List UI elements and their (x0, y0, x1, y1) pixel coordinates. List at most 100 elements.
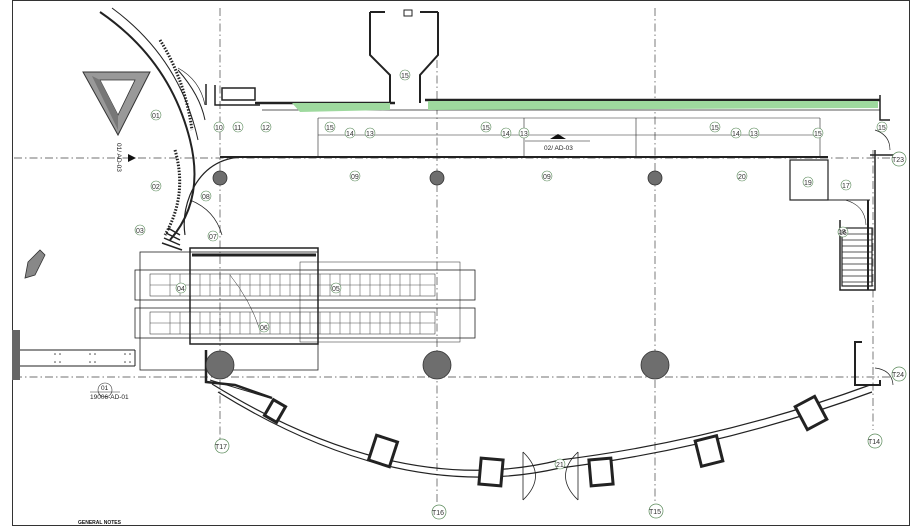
svg-text:15: 15 (326, 125, 334, 132)
svg-text:08: 08 (202, 194, 210, 201)
keynote-01: 01 (150, 109, 162, 121)
section-ref-main: 02/ AD-03 (544, 145, 573, 152)
svg-text:04: 04 (177, 286, 185, 293)
keynote-17: 17 (840, 179, 852, 191)
svg-text:T17: T17 (215, 444, 227, 451)
keynote-20: 20 (736, 170, 748, 182)
svg-text:T15: T15 (649, 509, 661, 516)
small-stair (161, 227, 183, 251)
escalator-steps (169, 274, 421, 334)
keynote-16: 16 (837, 226, 849, 238)
south-facade (204, 350, 873, 478)
curved-wall (183, 156, 288, 236)
section-marker-bottom: 01 19006-AD-01 (90, 382, 129, 401)
circular-canopy (99, 7, 206, 241)
section-ref-bottom-number: 01 (101, 385, 109, 392)
west-wall-markers (54, 353, 131, 363)
svg-text:21: 21 (556, 462, 564, 469)
west-walls (12, 330, 136, 380)
keynote-19: 19 (802, 176, 814, 188)
section-ref-left: 01/ AD-03 (115, 143, 122, 172)
keynote-15: 15 (812, 127, 824, 139)
keynote-15: 15 (324, 121, 336, 133)
keynote-03: 03 (134, 224, 146, 236)
keynote-13: 13 (748, 127, 760, 139)
keynote-13: 13 (364, 127, 376, 139)
svg-text:03: 03 (136, 228, 144, 235)
svg-text:07: 07 (209, 234, 217, 241)
svg-text:17: 17 (842, 183, 850, 190)
svg-text:01: 01 (152, 113, 160, 120)
keynote-14: 14 (730, 127, 742, 139)
sheet-border (12, 0, 910, 526)
column (640, 350, 670, 380)
svg-text:18: 18 (838, 229, 846, 236)
triangle-monument-icon (82, 71, 151, 137)
keynote-09: 09 (541, 170, 553, 182)
svg-text:13: 13 (750, 131, 758, 138)
svg-text:14: 14 (502, 131, 510, 138)
north-corridor-walls (205, 9, 890, 158)
grid-lines (14, 8, 900, 505)
svg-text:15: 15 (482, 125, 490, 132)
column (422, 350, 452, 380)
grid-bubble-t15: T15 (648, 503, 664, 519)
keynote-11: 11 (232, 121, 244, 133)
svg-text:14: 14 (346, 131, 354, 138)
keynote-12: 12 (260, 121, 272, 133)
svg-text:20: 20 (738, 174, 746, 181)
keynote-08: 08 (200, 190, 212, 202)
facade-piers (262, 394, 829, 488)
keynote-18: 18 (838, 229, 846, 236)
column (429, 170, 445, 186)
keynote-13: 13 (518, 127, 530, 139)
general-notes-label: GENERAL NOTES (78, 520, 122, 526)
keynote-04: 04 (175, 282, 187, 294)
grid-bubble-t16: T16 (431, 504, 447, 520)
svg-text:13: 13 (366, 131, 374, 138)
keynote-15: 15 (480, 121, 492, 133)
east-wall-lower (854, 341, 881, 386)
section-marker-main: 02/ AD-03 (525, 134, 590, 152)
svg-text:13: 13 (520, 131, 528, 138)
svg-text:09: 09 (543, 174, 551, 181)
section-marker-left: 01/ AD-03 (115, 143, 136, 172)
column (212, 170, 228, 186)
structural-columns (205, 170, 670, 380)
keynote-06: 06 (258, 321, 270, 333)
keynote-15: 15 (876, 121, 888, 133)
keynote-07: 07 (207, 230, 219, 242)
keynote-14: 14 (500, 127, 512, 139)
keynote-05: 05 (330, 282, 342, 294)
svg-text:02: 02 (152, 184, 160, 191)
grid-bubble-t14: T14 (867, 433, 883, 449)
east-stair (841, 200, 873, 290)
svg-text:T16: T16 (432, 510, 444, 517)
column (647, 170, 663, 186)
keynote-21: 21 (554, 458, 566, 470)
escalator-bank (134, 247, 476, 371)
svg-text:15: 15 (401, 73, 409, 80)
svg-text:T23: T23 (892, 157, 904, 164)
keynote-09: 09 (349, 170, 361, 182)
section-ref-bottom-sheet: 19006-AD-01 (90, 394, 129, 401)
planting-strip (292, 101, 878, 112)
svg-text:06: 06 (260, 325, 268, 332)
svg-text:16: 16 (839, 230, 847, 237)
hex-island (24, 249, 46, 279)
svg-text:10: 10 (215, 125, 223, 132)
svg-text:15: 15 (711, 125, 719, 132)
svg-text:T14: T14 (868, 439, 880, 446)
keynote-14: 14 (344, 127, 356, 139)
south-entrance-door (522, 451, 579, 501)
svg-text:T24: T24 (892, 372, 904, 379)
grid-bubble-t23: T23 (891, 151, 907, 167)
keynote-15: 15 (709, 121, 721, 133)
svg-text:15: 15 (878, 125, 886, 132)
svg-text:14: 14 (732, 131, 740, 138)
east-rooms (789, 150, 895, 291)
grid-bubble-t17: T17 (214, 438, 230, 454)
grid-bubble-t24: T24 (891, 366, 907, 382)
keynote-15: 15 (399, 69, 411, 81)
